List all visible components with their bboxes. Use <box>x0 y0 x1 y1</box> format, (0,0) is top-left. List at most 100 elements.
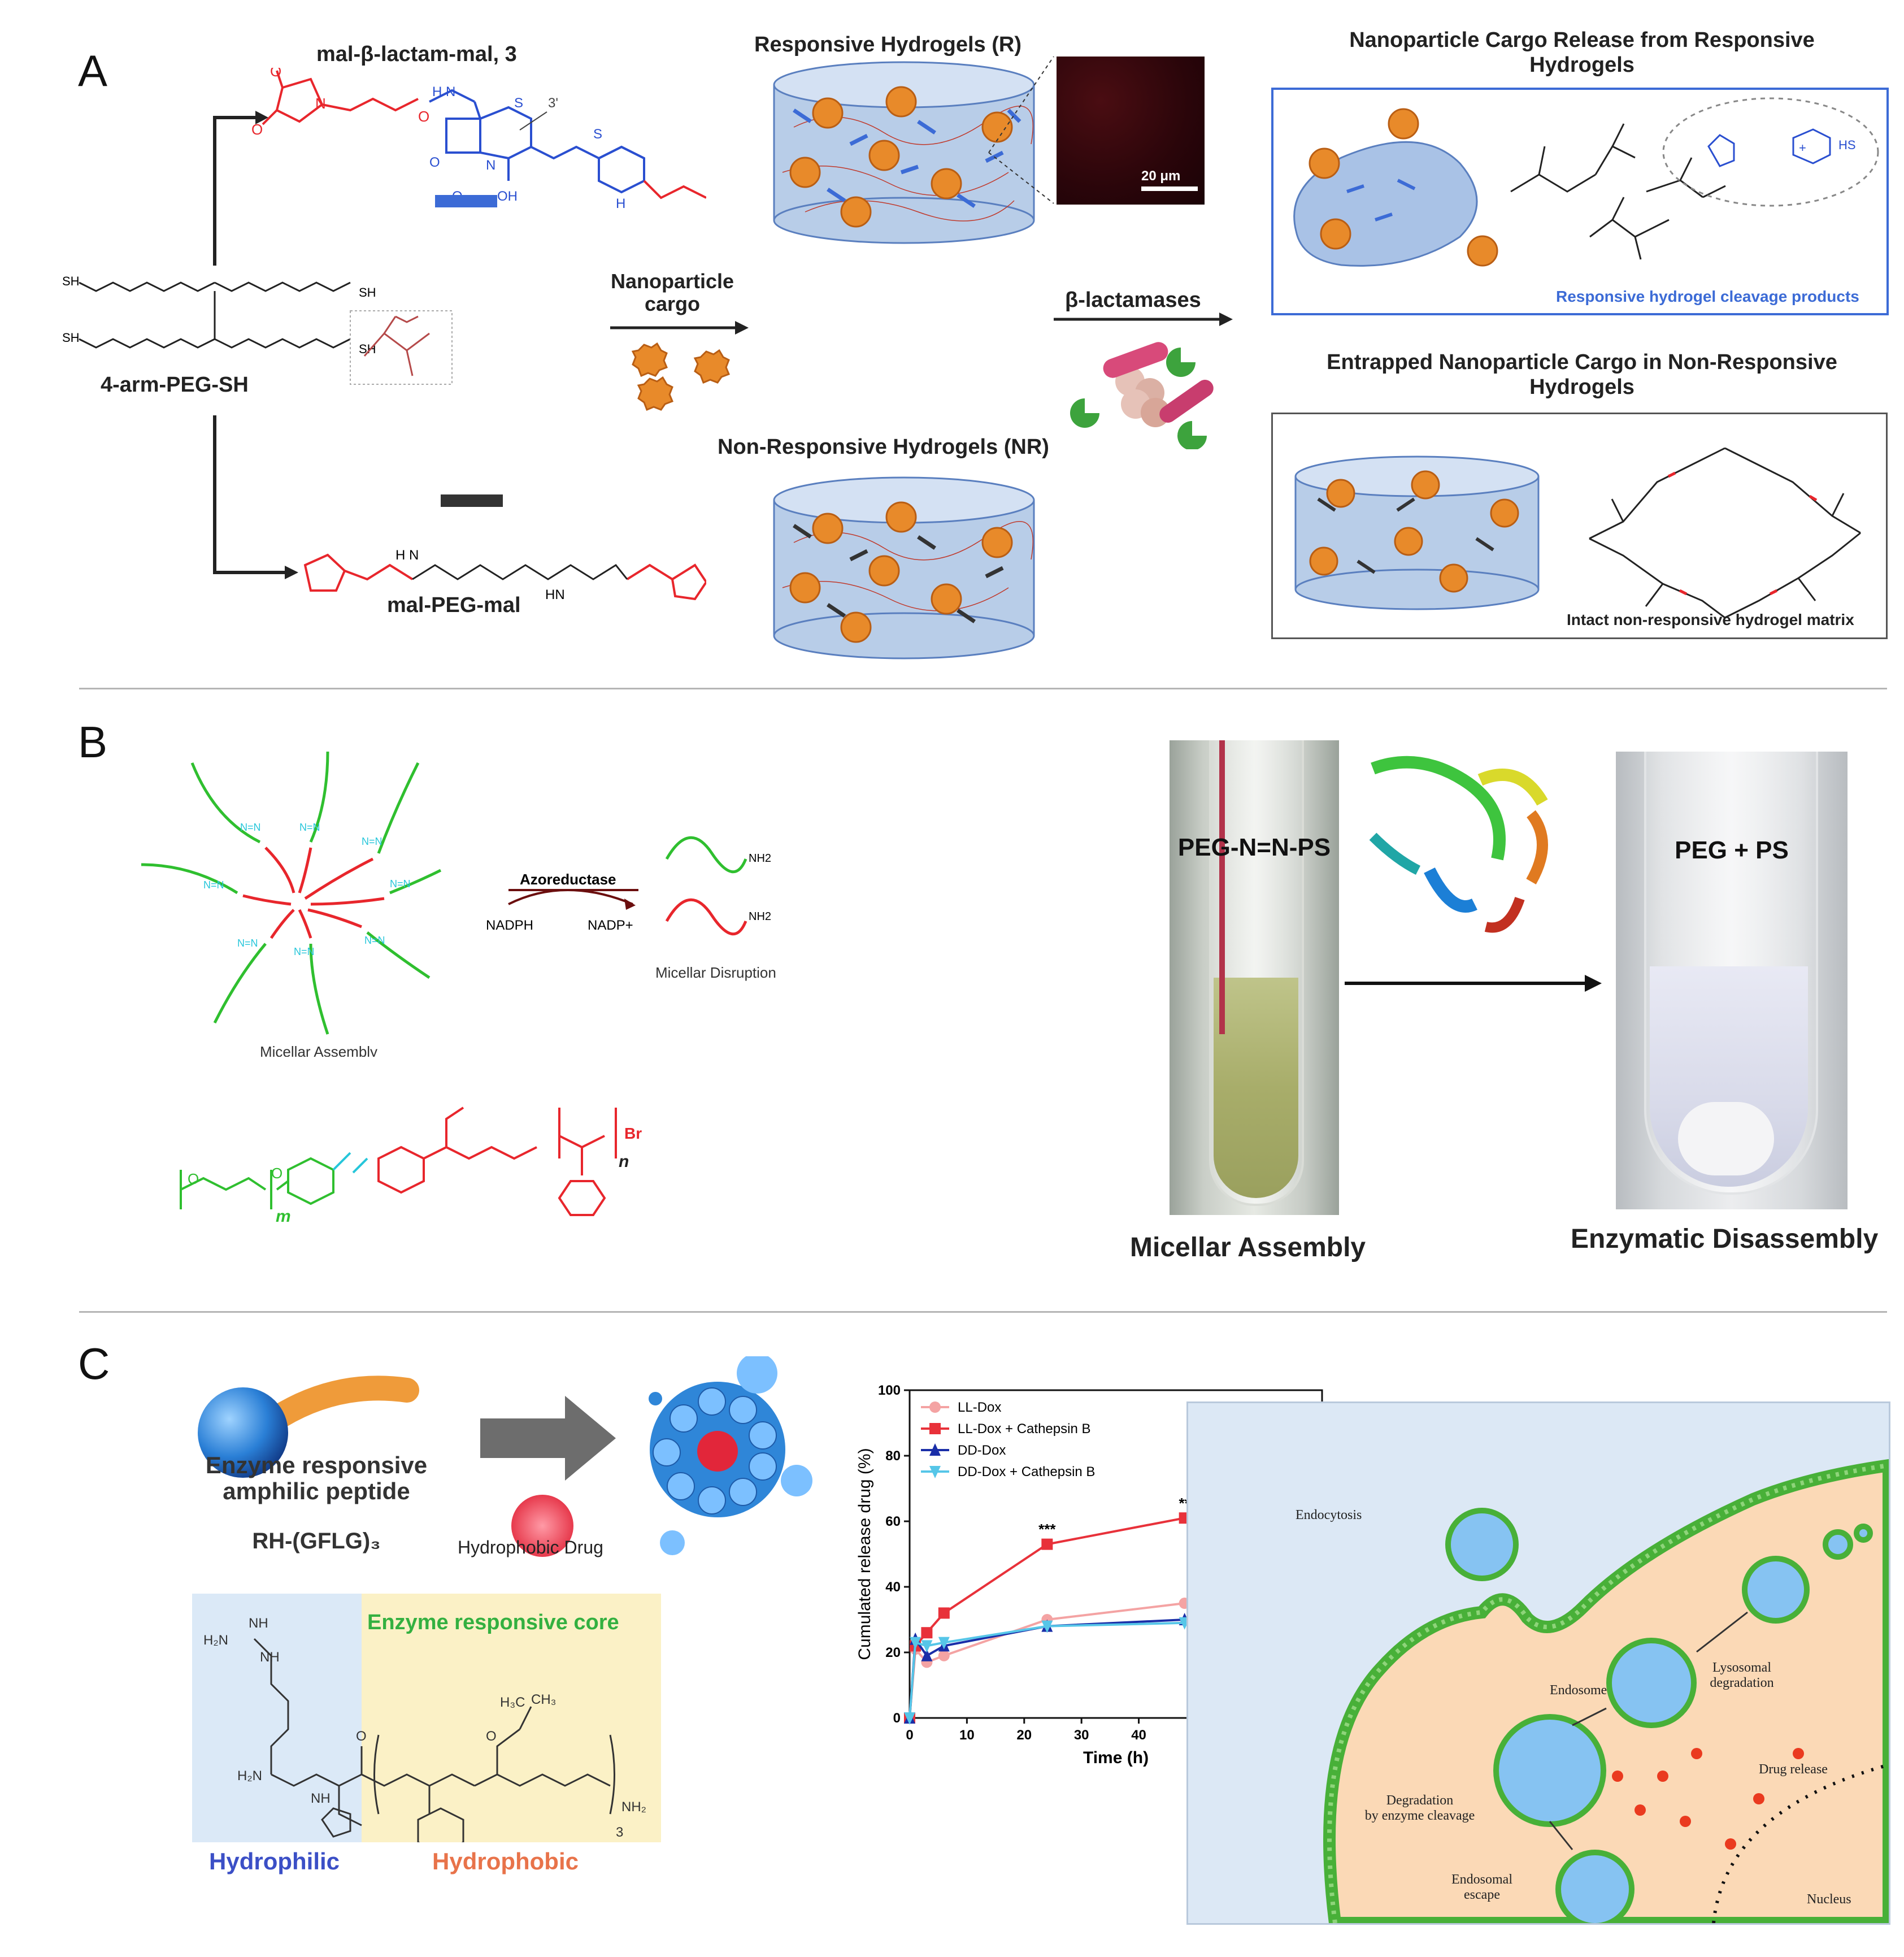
svg-text:NH: NH <box>249 1616 268 1631</box>
data-point <box>1041 1538 1053 1550</box>
svg-text:S: S <box>514 96 523 111</box>
arrow-up <box>213 116 260 266</box>
nn-2: N=N <box>299 822 320 833</box>
caption-enzymatic-disassembly: Enzymatic Disassembly <box>1571 1224 1879 1254</box>
legend-label: DD-Dox <box>958 1443 1006 1458</box>
label-degradation: Degradation by enzyme cleavage <box>1364 1793 1475 1823</box>
svg-text:O: O <box>251 121 263 138</box>
scalebar-line <box>1141 186 1198 191</box>
hydrophobic-label: Hydrophobic <box>432 1848 579 1874</box>
panel-b-letter: B <box>78 717 108 767</box>
significance-label: *** <box>1038 1521 1056 1538</box>
blue-crosslink-bar <box>435 195 497 207</box>
responsive-title: Responsive Hydrogels (R) <box>754 33 1021 57</box>
intact-label: Intact non-responsive hydrogel matrix <box>1567 611 1854 628</box>
nano-cargo-label: Nanoparticle cargo <box>610 270 734 315</box>
svg-text:H N: H N <box>432 84 455 99</box>
nn-5: N=N <box>364 935 385 946</box>
svg-text:3: 3 <box>616 1825 623 1840</box>
peptide-name: RH-(GFLG)₃ <box>252 1529 381 1554</box>
svg-text:O: O <box>188 1170 199 1187</box>
azoreductase-label: Azoreductase <box>520 871 616 888</box>
svg-text:H₃C: H₃C <box>500 1695 525 1710</box>
hydrophilic-label: Hydrophilic <box>209 1848 340 1874</box>
assembly-arrow-icon <box>480 1396 616 1481</box>
label-drug-release: Drug release <box>1759 1762 1828 1777</box>
svg-text:H₂N: H₂N <box>237 1768 262 1784</box>
x-tick-label: 0 <box>906 1728 913 1743</box>
nonresponsive-title: Non-Responsive Hydrogels (NR) <box>718 435 1049 459</box>
nn-7: N=N <box>237 938 258 949</box>
nonresponsive-hydrogel-icon <box>773 476 1035 659</box>
y-tick-label: 100 <box>878 1383 901 1398</box>
fluorescence-micrograph: 20 μm <box>1057 57 1205 205</box>
sh-1: SH <box>62 274 80 288</box>
svg-text:O: O <box>270 68 281 80</box>
mal-peg-mal-label: mal-PEG-mal <box>387 593 521 617</box>
data-point <box>921 1640 933 1653</box>
y-tick-label: 60 <box>885 1514 901 1529</box>
zoom-lines <box>988 56 1054 204</box>
data-point <box>921 1627 933 1639</box>
x-tick-label: 40 <box>1131 1728 1146 1743</box>
label-3prime: 3' <box>548 96 558 111</box>
svg-text:O: O <box>418 108 429 125</box>
nn-3: N=N <box>362 836 382 847</box>
svg-text:O: O <box>486 1729 497 1744</box>
sh-4: SH <box>359 342 376 356</box>
y-tick-label: 20 <box>885 1645 901 1660</box>
data-point <box>938 1607 950 1619</box>
svg-text:H: H <box>616 196 625 211</box>
y-tick-label: 0 <box>893 1711 901 1726</box>
svg-text:HS: HS <box>1838 138 1856 152</box>
m-subscript: m <box>276 1207 291 1226</box>
data-point <box>1041 1620 1053 1633</box>
peptide-head-icon <box>198 1387 288 1478</box>
hydrophobic-region <box>362 1594 661 1842</box>
black-crosslink-bar <box>441 494 503 507</box>
nn-4: N=N <box>390 878 411 889</box>
nanoparticle-icon <box>693 349 730 384</box>
svg-text:O: O <box>356 1729 367 1744</box>
svg-text:OH: OH <box>497 189 518 204</box>
arrow-down <box>213 415 288 574</box>
legend-label: LL-Dox + Cathepsin B <box>958 1421 1090 1437</box>
azo-polymer-structure: O O m Br n <box>180 1106 642 1226</box>
sh-2: SH <box>62 331 80 345</box>
nanoparticle-icon <box>637 376 673 411</box>
sh-3: SH <box>359 285 376 300</box>
core-label: Enzyme responsive core <box>367 1611 619 1634</box>
peptide-structure: NH H₂N NH H₂N NH O H₃C CH₃ O NH₂ 3 <box>203 1616 646 1842</box>
legend-label: DD-Dox + Cathepsin B <box>958 1464 1095 1479</box>
tube2-label: PEG + PS <box>1675 836 1789 864</box>
nh2-1: NH2 <box>749 852 771 865</box>
peg-sh-label: 4-arm-PEG-SH <box>101 373 249 397</box>
lactamase-arrow <box>1054 313 1233 449</box>
hn-label: HN <box>545 587 565 602</box>
divider-2 <box>79 1311 1887 1313</box>
svg-text:H₂N: H₂N <box>203 1633 228 1648</box>
x-tick-label: 20 <box>1016 1728 1032 1743</box>
lactamase-icon <box>1070 398 1099 428</box>
scalebar-label: 20 μm <box>1141 168 1181 184</box>
mal-lactam-title: mal-β-lactam-mal, 3 <box>316 42 517 66</box>
responsive-hydrogel-icon <box>773 61 1035 244</box>
svg-text:N: N <box>315 95 326 112</box>
tube1-label: PEG-N=N-PS <box>1177 834 1331 861</box>
nn-8: N=N <box>203 879 224 891</box>
nn-6: N=N <box>294 946 315 957</box>
y-axis-label: Cumulated release drug (%) <box>855 1448 874 1660</box>
label-escape: Endosomal escape <box>1451 1872 1512 1902</box>
svg-text:+: + <box>1799 141 1806 155</box>
svg-text:NH: NH <box>311 1791 331 1806</box>
micelle-icon <box>649 1356 812 1555</box>
br-label: Br <box>624 1125 642 1142</box>
nn-1: N=N <box>240 822 261 833</box>
svg-text:O: O <box>271 1165 282 1182</box>
data-point <box>910 1637 921 1650</box>
tube-photo-after: PEG + PS <box>1616 752 1848 1209</box>
legend-marker <box>929 1423 941 1434</box>
legend-label: LL-Dox <box>958 1400 1001 1415</box>
nadp-label: NADP+ <box>588 918 633 933</box>
data-point <box>904 1712 915 1725</box>
